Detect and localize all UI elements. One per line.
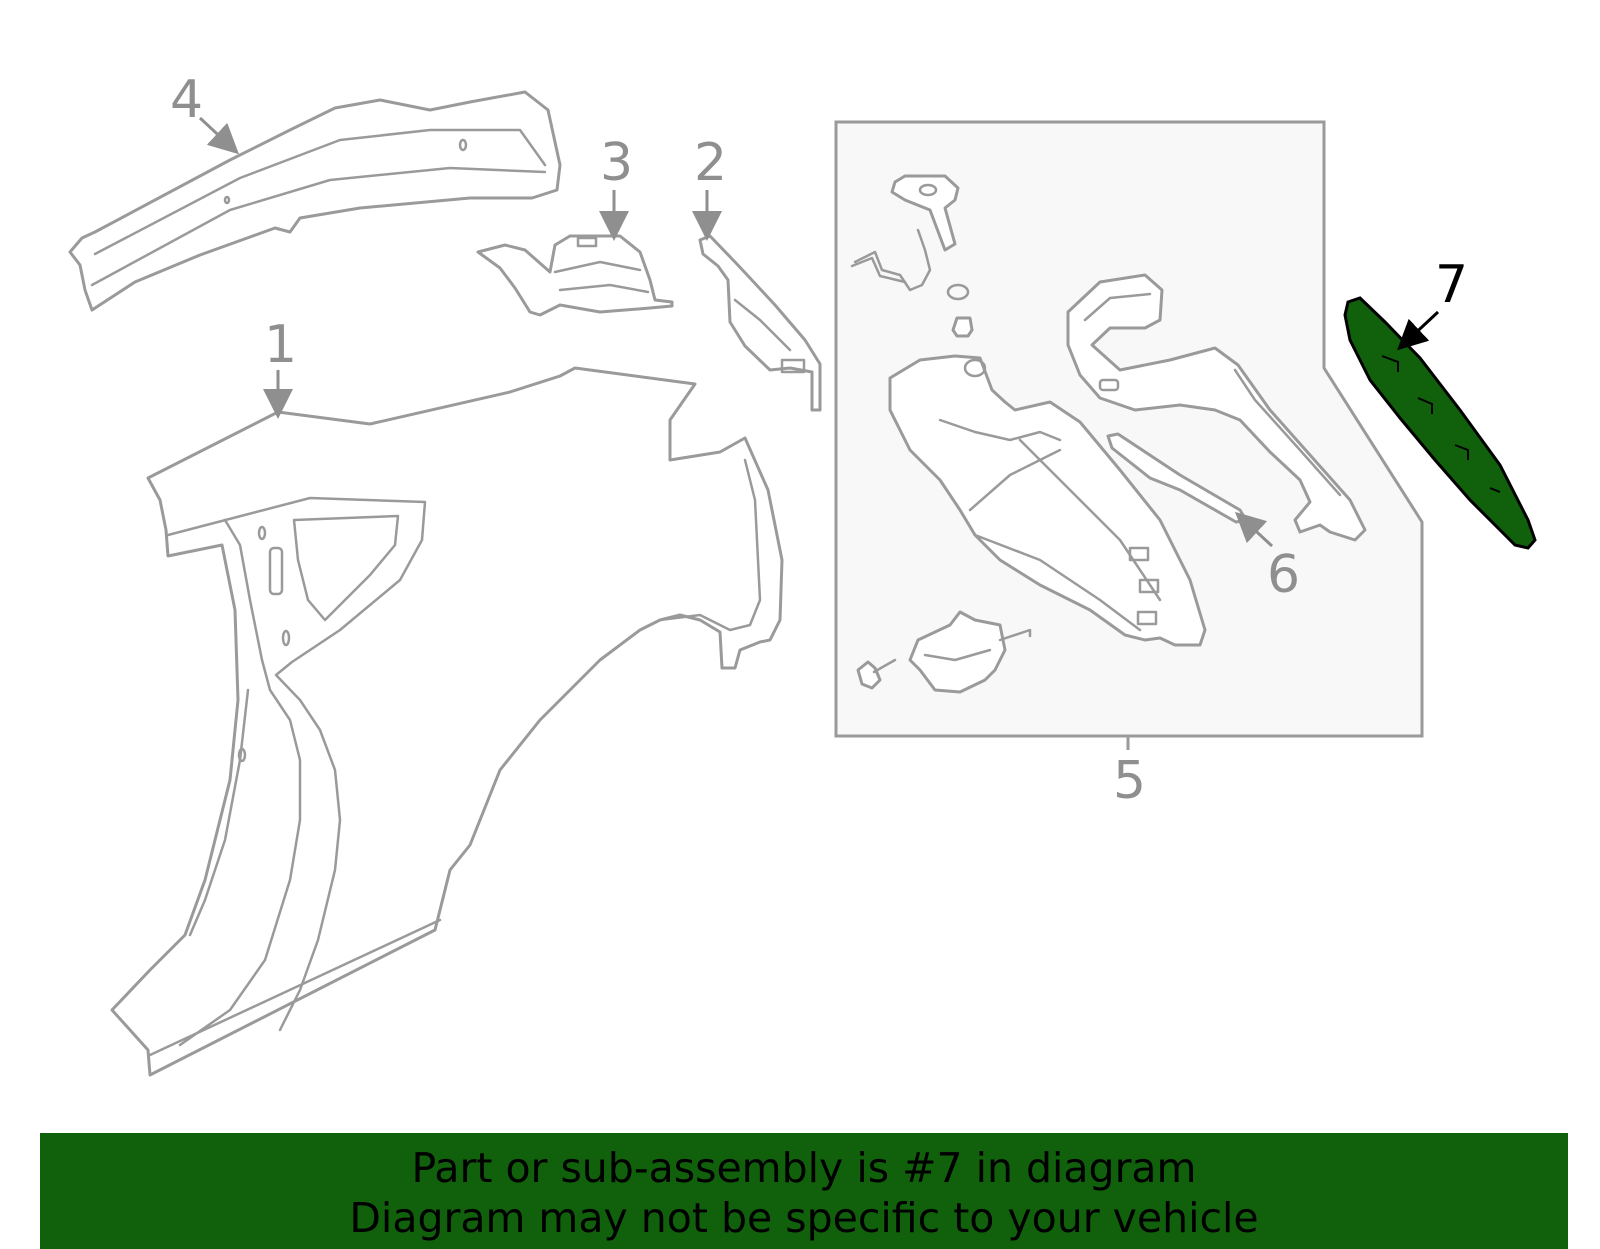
svg-text:1: 1 — [264, 315, 297, 375]
svg-text:4: 4 — [170, 70, 203, 130]
svg-text:5: 5 — [1113, 751, 1146, 811]
callout-5: 5 — [1113, 751, 1146, 811]
banner-line-2: Diagram may not be specific to your vehi… — [349, 1194, 1259, 1242]
part-2-extension — [698, 234, 822, 412]
svg-text:7: 7 — [1435, 255, 1468, 315]
part-1-quarter-panel — [110, 366, 784, 1077]
callout-6: 6 — [1234, 511, 1300, 605]
part-4-roof-rail — [68, 90, 562, 312]
banner-line-1: Part or sub-assembly is #7 in diagram — [411, 1144, 1197, 1192]
info-banner: Part or sub-assembly is #7 in diagram Di… — [40, 1133, 1568, 1249]
svg-text:3: 3 — [600, 133, 633, 193]
part-7-highlighted — [1343, 296, 1537, 550]
callout-2: 2 — [692, 133, 727, 241]
callout-3: 3 — [599, 133, 633, 241]
svg-text:2: 2 — [694, 133, 727, 193]
part-3-bracket — [476, 234, 674, 317]
part-5-assembly-box — [834, 120, 1424, 750]
callout-1: 1 — [263, 315, 297, 419]
callout-7: 7 — [1397, 255, 1468, 351]
callout-4: 4 — [170, 70, 239, 155]
svg-text:6: 6 — [1267, 545, 1300, 605]
